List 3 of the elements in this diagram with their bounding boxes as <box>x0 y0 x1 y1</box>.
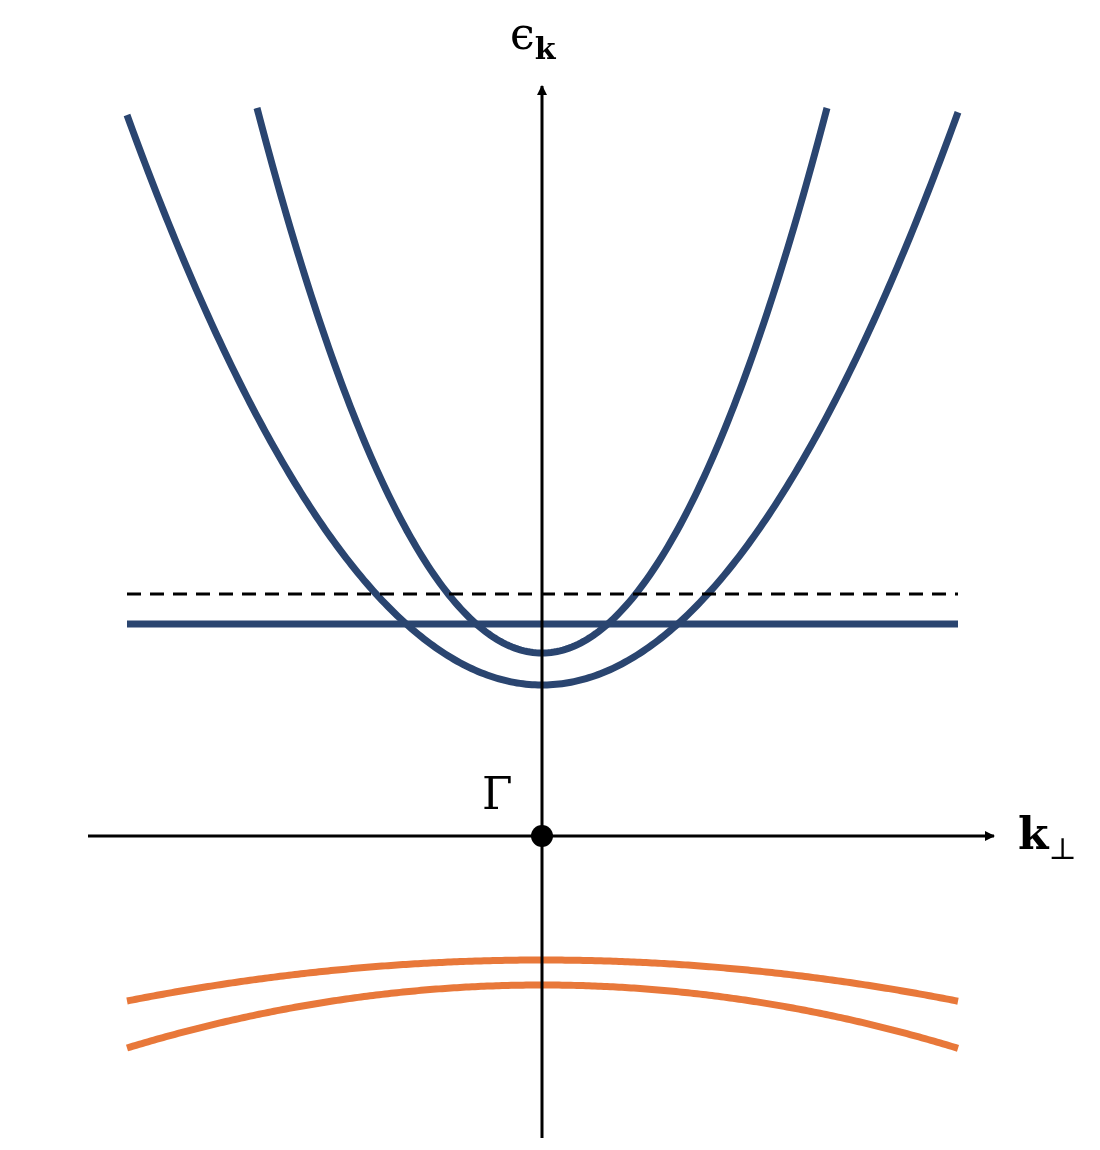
axis-label: ϵ$_{k}$ <box>510 12 556 64</box>
axis-label: k$_{⊥}$ <box>1018 812 1077 864</box>
point-label: Γ <box>482 772 513 816</box>
